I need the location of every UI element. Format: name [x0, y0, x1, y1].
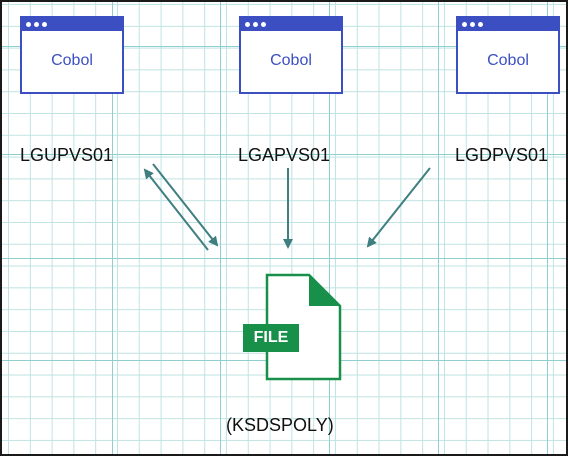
arrow-lgdpvs01-to-file[interactable] [366, 167, 431, 248]
grid-line [547, 2, 548, 454]
window-titlebar [241, 18, 341, 31]
grid-line [329, 2, 330, 454]
window-dot-icon [42, 22, 47, 27]
window-dot-icon [34, 22, 39, 27]
file-name-label: (KSDSPOLY) [226, 415, 334, 435]
window-dot-icon [253, 22, 258, 27]
window-dot-icon [26, 22, 31, 27]
window-dot-icon [261, 22, 266, 27]
grid-line [438, 2, 439, 454]
program-box-lgdpvs01[interactable]: Cobol [456, 16, 560, 94]
program-name-label: LGUPVS01 [20, 145, 114, 165]
program-name-label: LGAPVS01 [238, 145, 331, 165]
window-titlebar [458, 18, 558, 31]
window-dot-icon [462, 22, 467, 27]
program-box-lgupvs01[interactable]: Cobol [20, 16, 124, 94]
window-dot-icon [478, 22, 483, 27]
file-badge: FILE [243, 324, 299, 352]
grid-line [2, 154, 566, 155]
arrow-lgupvs01-to-file[interactable] [152, 163, 219, 247]
window-dot-icon [470, 22, 475, 27]
file-icon[interactable] [265, 273, 342, 381]
grid-line [112, 2, 113, 454]
grid-line [220, 2, 221, 454]
program-language: Cobol [51, 52, 93, 69]
program-name-label: LGDPVS01 [455, 145, 549, 165]
arrow-file-to-lgupvs01[interactable] [143, 168, 209, 251]
program-language: Cobol [487, 52, 529, 69]
program-language: Cobol [270, 52, 312, 69]
program-box-lgapvs01[interactable]: Cobol [239, 16, 343, 94]
window-titlebar [22, 18, 122, 31]
window-dot-icon [245, 22, 250, 27]
grid-line [2, 258, 566, 259]
